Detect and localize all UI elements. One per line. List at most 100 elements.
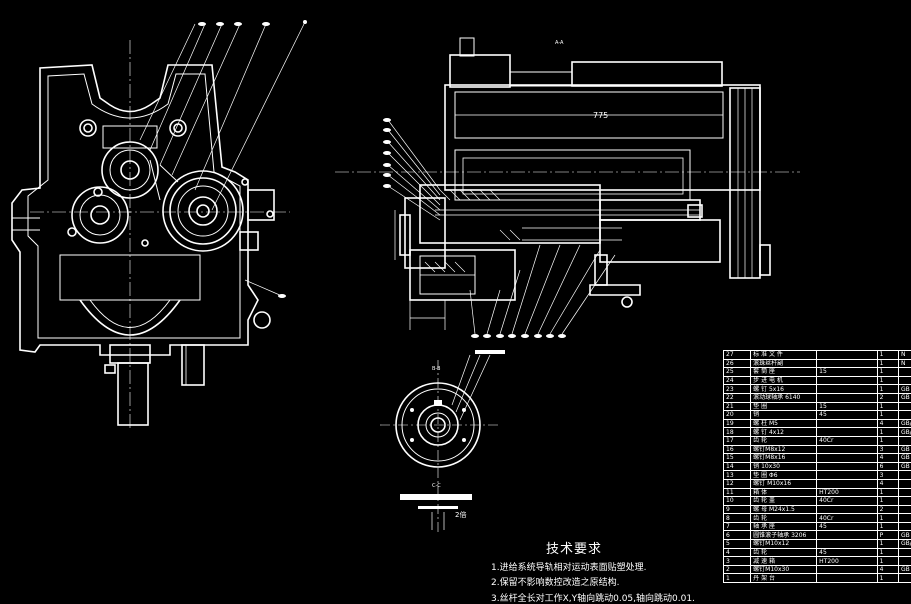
bom-cell: 1 (724, 574, 751, 583)
bom-cell (899, 402, 911, 411)
bom-cell: HT200 (817, 488, 877, 497)
bom-cell: 轴 承 座 (751, 522, 817, 531)
bom-cell: 滚动球轴承 6140 (751, 393, 817, 402)
bom-cell: 3 (877, 445, 898, 454)
bom-cell: 16 (724, 445, 751, 454)
bom-cell: 销 (751, 411, 817, 420)
bom-cell (899, 376, 911, 385)
bom-cell: 销 10x30 (751, 462, 817, 471)
bom-cell: GB (899, 462, 911, 471)
bom-cell: 4 (877, 419, 898, 428)
bom-cell: 5 (724, 540, 751, 549)
bom-cell: 1 (877, 540, 898, 549)
bom-cell: 齿 轮 盖 (751, 497, 817, 506)
requirements-title: 技术要求 (546, 538, 602, 557)
bom-cell: HT200 (817, 557, 877, 566)
bom-cell: 21 (724, 402, 751, 411)
bom-cell: 4 (877, 479, 898, 488)
section-a-label: A-A (555, 40, 564, 46)
bom-cell: 螺 钉 4x12 (751, 428, 817, 437)
bom-cell: 9 (724, 505, 751, 514)
bom-cell (817, 359, 877, 368)
bom-cell: 减 速 箱 (751, 557, 817, 566)
bom-cell: 螺 钉 5x16 (751, 385, 817, 394)
bom-cell: 螺钉M8x16 (751, 454, 817, 463)
bom-cell: GB (899, 565, 911, 574)
bom-cell (817, 462, 877, 471)
bom-cell: 3 (877, 471, 898, 480)
bom-cell (817, 393, 877, 402)
bom-cell (817, 574, 877, 583)
bom-cell: 20 (724, 411, 751, 420)
bom-cell (817, 385, 877, 394)
section-b-label: B-B (432, 366, 441, 372)
bom-cell (899, 479, 911, 488)
circular-section-view (380, 350, 505, 535)
bom-cell (817, 565, 877, 574)
bom-cell: 滚珠丝杆副 (751, 359, 817, 368)
bom-cell: 15 (724, 454, 751, 463)
bom-cell: 45 (817, 411, 877, 420)
bom-cell: GB/ (899, 419, 911, 428)
section-c-label: C-C (432, 483, 441, 489)
bom-cell (899, 411, 911, 420)
bom-cell: 1 (877, 359, 898, 368)
bom-cell: 标 准 文 件 (751, 351, 817, 360)
bom-cell: 垫 圈 (751, 402, 817, 411)
bom-cell: 1 (877, 376, 898, 385)
bom-cell: 1 (877, 557, 898, 566)
bom-cell (817, 505, 877, 514)
bom-cell: 24 (724, 376, 751, 385)
bom-cell: 10 (724, 497, 751, 506)
bom-cell: 7 (724, 522, 751, 531)
requirement-3: 3.丝杆全长对工作X,Y轴向跳动0.05,轴向跳动0.01. (491, 591, 695, 604)
bom-cell: 齿 轮 (751, 514, 817, 523)
bom-cell: 螺 母 M24x1.5 (751, 505, 817, 514)
section-view (335, 38, 800, 338)
bom-cell (899, 548, 911, 557)
bom-cell: 4 (877, 454, 898, 463)
bom-cell: 2 (877, 505, 898, 514)
bom-cell: 13 (724, 471, 751, 480)
bom-cell: 1 (877, 548, 898, 557)
bom-cell (817, 376, 877, 385)
bom-cell: 12 (724, 479, 751, 488)
bom-cell (899, 557, 911, 566)
bom-cell: GB (899, 531, 911, 540)
bom-cell: GB (899, 445, 911, 454)
left-housing-view (12, 20, 307, 430)
requirement-1: 1.进给系统导轨相对运动表面贴塑处理. (491, 560, 646, 573)
bom-cell: 螺钉M8x12 (751, 445, 817, 454)
bom-cell (899, 522, 911, 531)
bom-cell: 40Cr (817, 514, 877, 523)
bom-cell: 2 (877, 393, 898, 402)
bom-cell: 40Cr (817, 436, 877, 445)
bom-cell: GB/ (899, 540, 911, 549)
bom-cell (817, 531, 877, 540)
bom-cell: 23 (724, 385, 751, 394)
bom-cell: 2 (724, 565, 751, 574)
bom-cell: 套 筒 座 (751, 368, 817, 377)
bom-cell: GB (899, 393, 911, 402)
requirement-2: 2.保留不影响数控改造之原结构. (491, 575, 619, 588)
bom-cell: GB (899, 454, 911, 463)
bom-cell: 26 (724, 359, 751, 368)
